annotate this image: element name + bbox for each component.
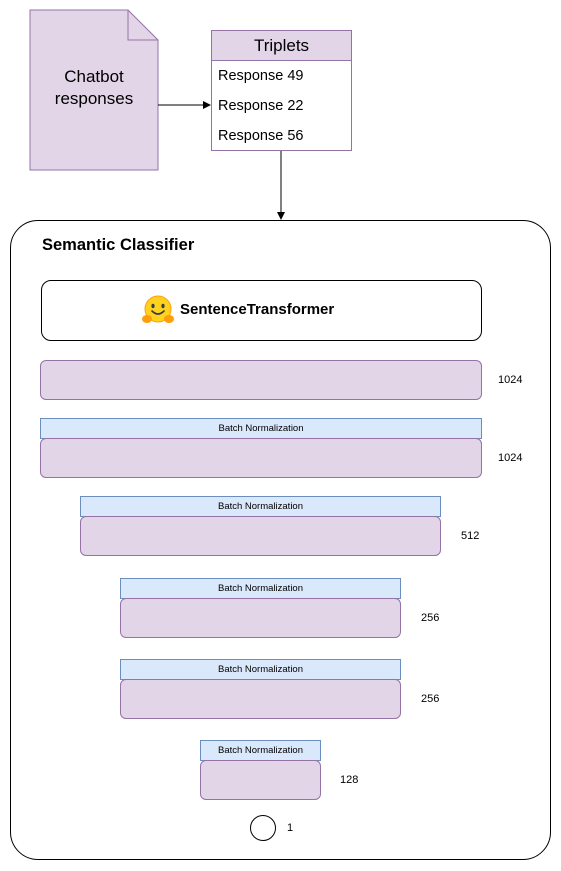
hugging-face-icon: [142, 295, 174, 323]
dense-layer: [120, 679, 401, 719]
sentence-transformer-box: [41, 280, 482, 341]
dense-layer: [40, 360, 482, 400]
document-label: Chatbot responses: [30, 66, 158, 110]
output-units-label: 1: [287, 822, 294, 834]
layer-units-label: 1024: [498, 452, 523, 464]
triplet-row: Response 49: [218, 68, 304, 84]
dense-layer: [200, 760, 321, 800]
dense-layer: [80, 516, 441, 556]
triplet-row: Response 56: [218, 128, 304, 144]
batch-norm-block: Batch Normalization: [200, 740, 321, 761]
document-label-line1: Chatbot: [64, 67, 124, 86]
triplets-table: Triplets Response 49 Response 22 Respons…: [211, 30, 352, 151]
layer-units-label: 256: [421, 612, 440, 624]
triplets-title: Triplets: [212, 31, 351, 61]
batch-norm-block: Batch Normalization: [40, 418, 482, 439]
dense-layer: [40, 438, 482, 478]
batch-norm-block: Batch Normalization: [120, 578, 401, 599]
layer-units-label: 512: [461, 530, 480, 542]
layer-units-label: 256: [421, 693, 440, 705]
layer-units-label: 128: [340, 774, 359, 786]
document-label-line2: responses: [54, 89, 134, 108]
dense-layer: [120, 598, 401, 638]
sentence-transformer-label: SentenceTransformer: [180, 301, 335, 318]
classifier-title: Semantic Classifier: [42, 236, 195, 254]
layer-units-label: 1024: [498, 374, 523, 386]
batch-norm-block: Batch Normalization: [80, 496, 441, 517]
triplet-row: Response 22: [218, 98, 304, 114]
output-node: [250, 815, 276, 841]
batch-norm-block: Batch Normalization: [120, 659, 401, 680]
document-fold: [127, 10, 158, 41]
